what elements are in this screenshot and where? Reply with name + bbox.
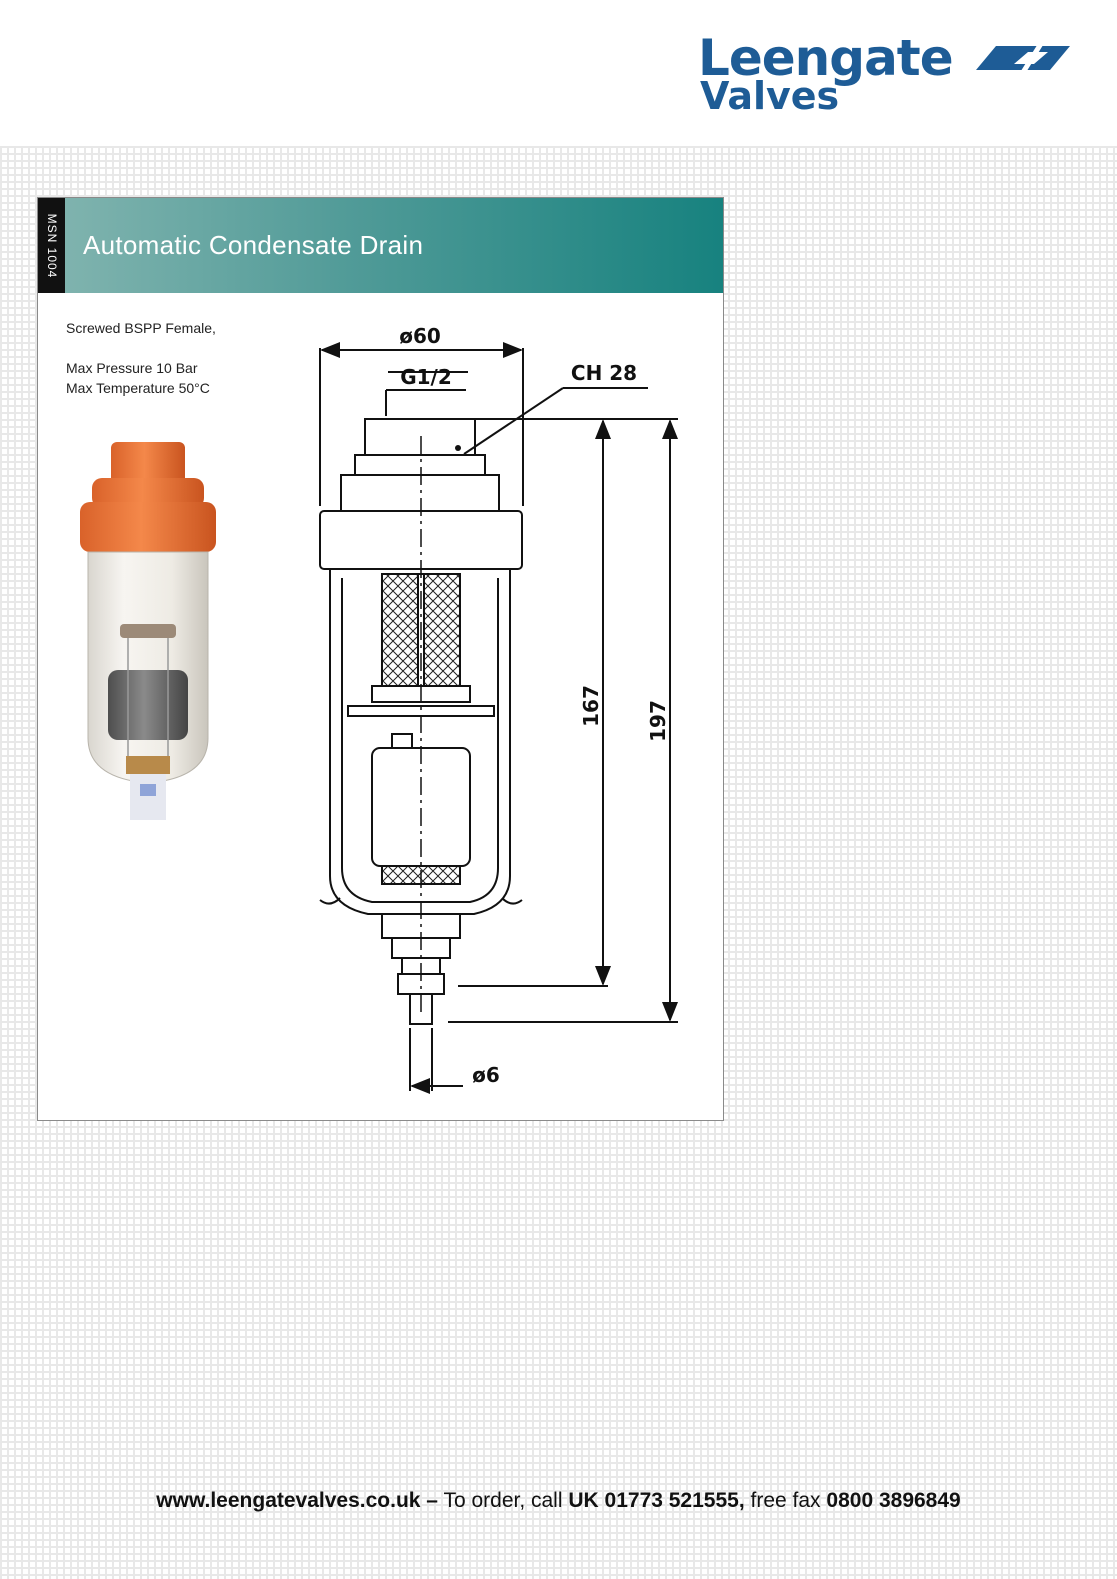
product-title: Automatic Condensate Drain (83, 230, 424, 260)
logo-valve-icon (976, 40, 1070, 76)
logo-line1: Leengate (698, 29, 954, 87)
spec-temperature: Max Temperature 50°C (66, 380, 210, 396)
fax-text: free fax (750, 1489, 821, 1512)
spec-list: Screwed BSPP Female, Max Pressure 10 Bar… (66, 318, 216, 398)
product-panel: MSN 1004 Automatic Condensate Drain Scre… (37, 197, 724, 1121)
company-logo: Leengate Valves (698, 30, 1078, 120)
order-text: To order, call (443, 1489, 563, 1512)
dim-body-height-label: 167 (579, 685, 603, 727)
product-photo (80, 442, 216, 820)
dim-thread-label: G1/2 (400, 365, 452, 389)
footer-contact: www.leengatevalves.co.uk – To order, cal… (0, 1489, 1117, 1513)
footer-dash: – (426, 1489, 438, 1512)
document-code: MSN 1004 (44, 213, 59, 278)
dim-total-height-label: 197 (646, 700, 670, 742)
technical-drawing: ø60 G1/2 CH 28 167 197 ø6 (319, 324, 678, 1094)
document-code-tab: MSN 1004 (38, 198, 65, 293)
website-link[interactable]: www.leengatevalves.co.uk (156, 1489, 421, 1512)
spec-connection: Screwed BSPP Female, (66, 320, 216, 336)
spec-pressure: Max Pressure 10 Bar (66, 360, 198, 376)
dim-hex-label: CH 28 (571, 361, 637, 385)
title-bar: Automatic Condensate Drain (65, 198, 723, 293)
phone-number[interactable]: UK 01773 521555, (568, 1489, 745, 1512)
dim-outlet-label: ø6 (472, 1063, 500, 1087)
dim-diameter-label: ø60 (399, 324, 441, 348)
logo-line2: Valves (700, 74, 840, 118)
fax-number: 0800 3896849 (826, 1489, 961, 1512)
